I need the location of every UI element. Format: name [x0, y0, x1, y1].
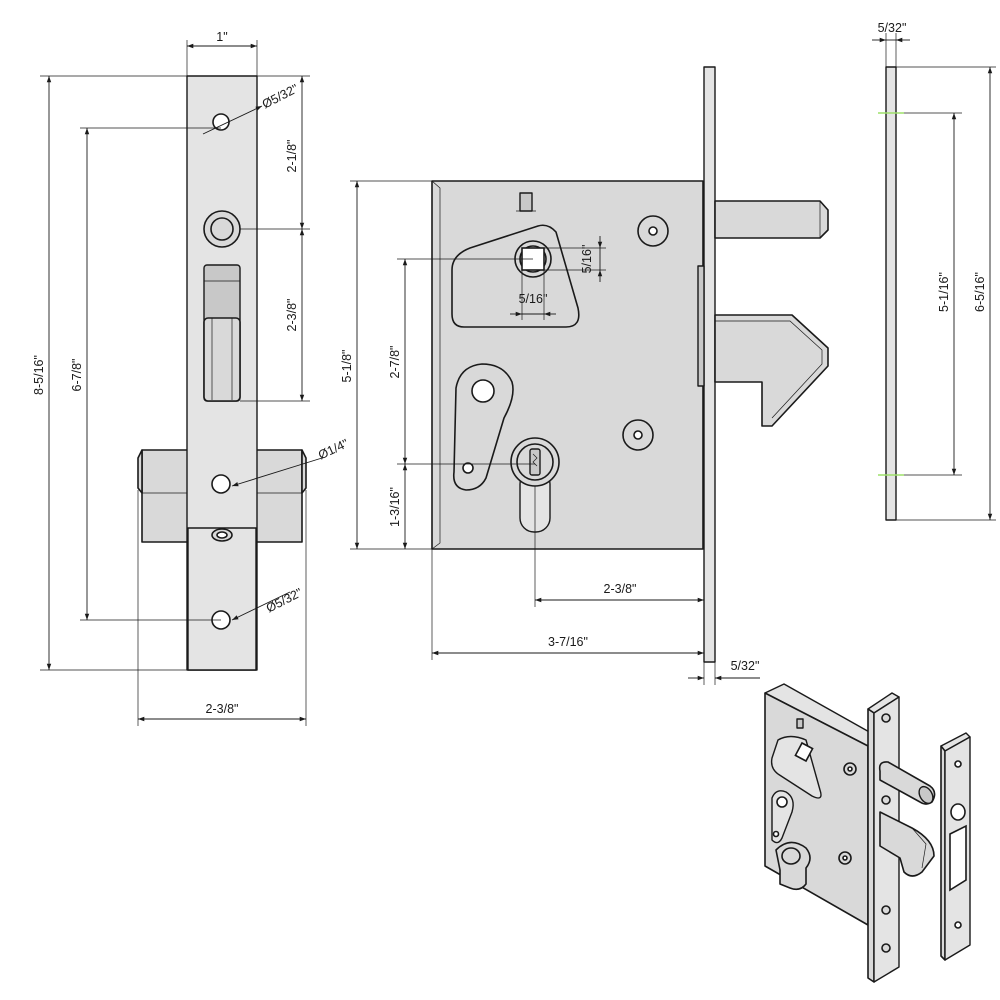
body-width-label: 2-3/8"	[206, 702, 239, 716]
case-height-label: 5-1/8"	[340, 350, 354, 383]
body-right-chamfer	[301, 449, 307, 494]
strike-view: 5/32" 5-1/16" 6-5/16"	[872, 21, 996, 521]
follower-v-label: 5/16"	[580, 245, 594, 274]
iso-hook	[879, 811, 935, 877]
hole-span-label: 6-7/8"	[70, 359, 84, 392]
cylinder-ring-inner	[210, 217, 234, 241]
case-depth-label: 3-7/16"	[548, 635, 588, 649]
deadbolt	[714, 200, 829, 239]
follower-h-label: 5/16"	[519, 292, 548, 306]
backset-label: 2-3/8"	[604, 582, 637, 596]
top-screw-hole	[212, 113, 230, 131]
case-faceplate	[703, 66, 716, 663]
faceplate-height-label: 8-5/16"	[32, 355, 46, 395]
strike-thickness-label: 5/32"	[878, 21, 907, 35]
follower-cylinder-label: 2-7/8"	[388, 346, 402, 379]
case-tab	[519, 192, 533, 212]
iso-follower-square	[794, 741, 814, 763]
latch-tongue	[203, 317, 241, 402]
middle-screw-hole	[211, 474, 231, 494]
side-view: 5-1/8" 2-7/8" 1-3/16" 5/16" 5/16" 2-3/8"…	[340, 66, 829, 685]
faceplate-notch	[697, 265, 705, 387]
bottom-hole-dia-label: Ø5/32"	[264, 585, 305, 615]
body-left-chamfer	[137, 449, 143, 494]
strike-plate	[885, 66, 897, 521]
faceplate-width-label: 1"	[216, 30, 227, 44]
isometric-view	[764, 683, 971, 983]
front-view: 1" 8-5/16" 6-7/8" Ø5/32" 2-1/8" 2-3/8" Ø…	[32, 30, 351, 726]
strike-height-label: 6-5/16"	[973, 272, 987, 312]
top-hole-dia-label: Ø5/32"	[260, 81, 301, 111]
cylinder-bottom-label: 1-3/16"	[388, 487, 402, 527]
lever-hole-bottom	[462, 462, 474, 474]
faceplate-thickness-label: 5/32"	[731, 659, 760, 673]
strike-span-label: 5-1/16"	[937, 272, 951, 312]
slot-spacing-label: 2-3/8"	[285, 299, 299, 332]
lever-hole-top	[471, 379, 495, 403]
lower-faceplate-segment	[187, 527, 257, 671]
top-hole-spacing-label: 2-1/8"	[285, 140, 299, 173]
hook-latch	[714, 314, 829, 427]
middle-hole-dia-label: Ø1/4"	[316, 436, 351, 462]
trip-lever	[452, 363, 514, 491]
